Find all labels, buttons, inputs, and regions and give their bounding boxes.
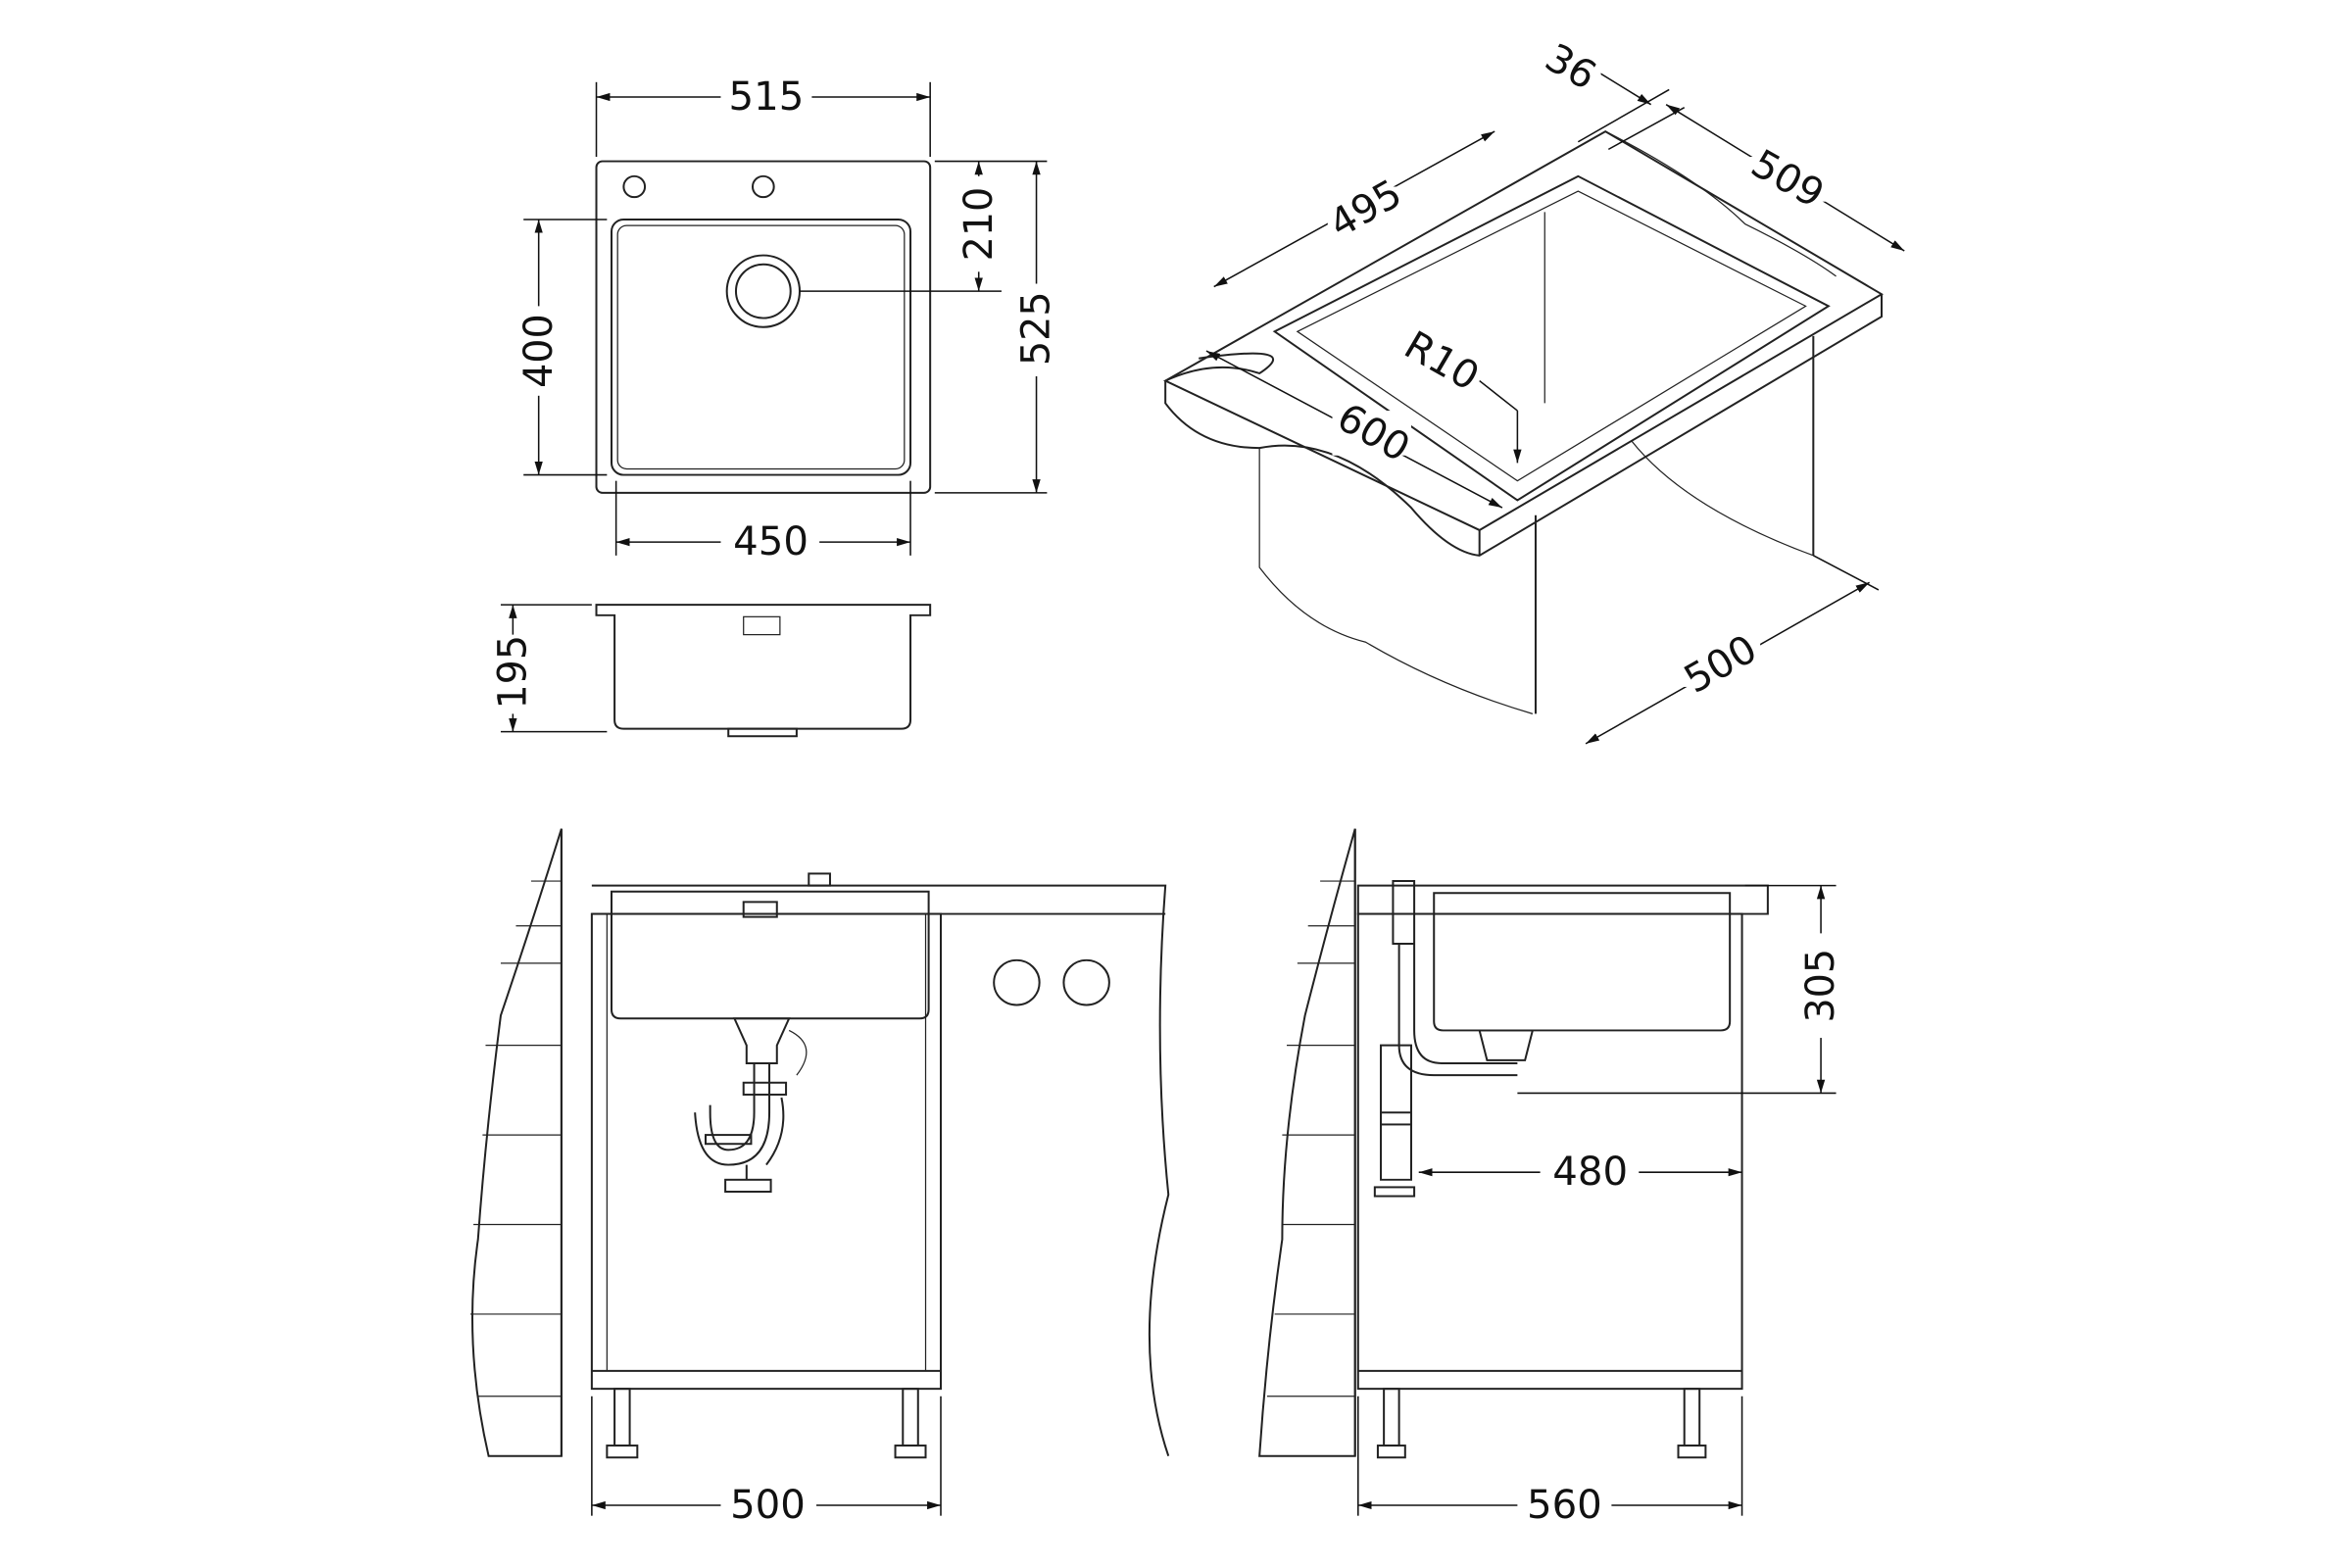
dim-515: 515 [729, 74, 805, 120]
dim-305: 305 [1798, 949, 1843, 1023]
dim-400: 400 [515, 314, 561, 388]
isometric-view: 36 495 509 R10 600 500 [1163, 35, 1905, 745]
side-view: 305 480 560 [1258, 828, 1843, 1528]
dim-560: 560 [1527, 1483, 1602, 1528]
radius-r10: R10 [1396, 323, 1487, 400]
dim-525: 525 [1013, 291, 1058, 366]
dim-500-front: 500 [730, 1483, 806, 1528]
dim-509: 509 [1743, 141, 1832, 217]
tap-hole-icon [751, 174, 775, 199]
hole-icon [993, 958, 1041, 1006]
dim-500-iso: 500 [1677, 626, 1765, 702]
dim-480: 480 [1552, 1150, 1628, 1195]
hole-icon [1062, 958, 1110, 1006]
section-view: 195 [490, 604, 932, 738]
drain-icon [725, 254, 802, 328]
top-view: 515 210 525 400 450 [515, 74, 1058, 564]
front-view: 500 [470, 828, 1170, 1528]
dim-495: 495 [1322, 172, 1410, 247]
tap-hole-icon [622, 174, 647, 199]
dim-195: 195 [490, 635, 535, 710]
dim-450: 450 [733, 519, 808, 564]
dim-600: 600 [1329, 395, 1417, 470]
dim-210: 210 [956, 187, 1002, 262]
